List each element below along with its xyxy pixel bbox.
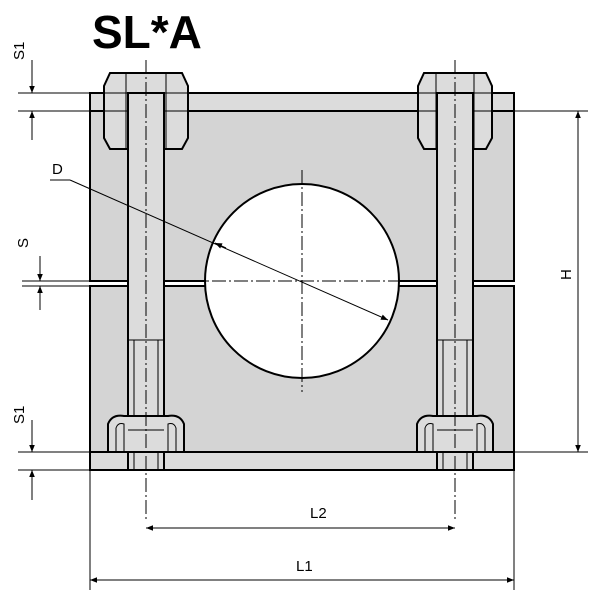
dim-s1-top: S1 bbox=[11, 42, 90, 140]
drawing-title: SL*A bbox=[92, 6, 202, 58]
dim-h: H bbox=[514, 110, 588, 453]
label-l2: L2 bbox=[310, 505, 327, 522]
label-s1-bottom: S1 bbox=[11, 406, 28, 424]
dim-s1-bottom: S1 bbox=[11, 406, 90, 500]
label-s: S bbox=[15, 238, 32, 248]
dim-l2: L2 bbox=[146, 505, 455, 531]
dim-d: D bbox=[50, 161, 389, 321]
left-nut bbox=[107, 414, 185, 453]
label-d: D bbox=[52, 161, 63, 178]
label-h: H bbox=[558, 269, 575, 280]
dim-l1: L1 bbox=[89, 470, 515, 590]
centerlines bbox=[145, 60, 456, 520]
dim-s: S bbox=[15, 238, 90, 310]
label-s1-top: S1 bbox=[11, 42, 28, 60]
top-cover-plate bbox=[89, 92, 515, 112]
right-nut bbox=[416, 414, 494, 453]
bottom-cover-plate bbox=[89, 451, 515, 471]
label-l1: L1 bbox=[296, 558, 313, 575]
